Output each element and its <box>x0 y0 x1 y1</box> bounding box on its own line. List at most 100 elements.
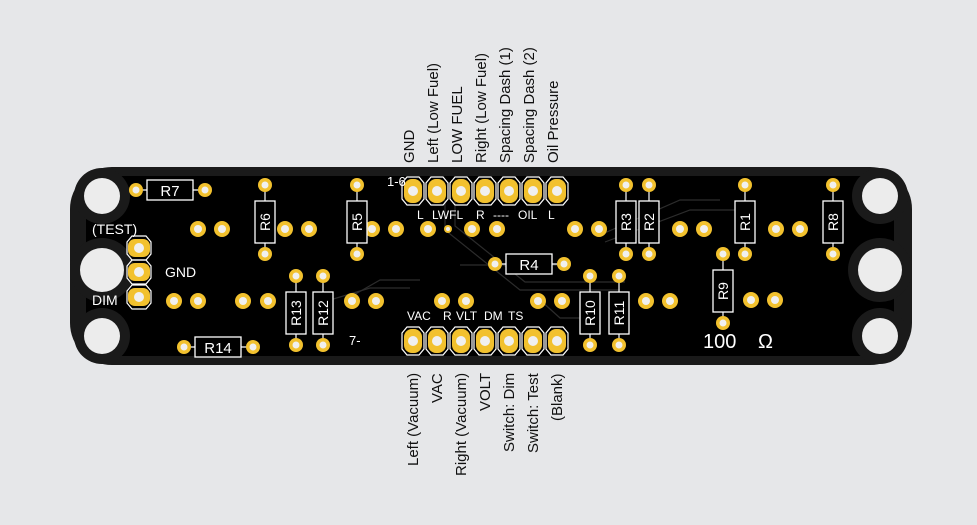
resistor-label: R9 <box>715 282 731 300</box>
resistor-r2: R2 <box>638 178 660 261</box>
top-connector-marker: 1-6 <box>387 174 406 189</box>
mount-hole <box>84 318 120 354</box>
resistor-label: R12 <box>315 300 331 326</box>
resistor-label: R1 <box>737 213 753 231</box>
resistor-label: R14 <box>204 340 232 357</box>
resistor-label: R4 <box>519 257 538 274</box>
pad <box>190 293 206 309</box>
resistor-r5: R5 <box>346 178 368 261</box>
top-pin-label-6: L <box>548 208 555 222</box>
bottom-pin-label-2: R <box>443 309 452 323</box>
pad <box>530 293 546 309</box>
resistor-r10: R10 <box>579 269 601 352</box>
pad <box>166 293 182 309</box>
pad <box>567 221 583 237</box>
pad <box>260 293 276 309</box>
pad <box>444 225 452 233</box>
bottom-signal-label: Right (Vacuum) <box>453 373 470 477</box>
switch-pin <box>126 284 152 310</box>
top-signal-label: LOW FUEL <box>449 86 466 163</box>
pad <box>190 221 206 237</box>
bottom-connector <box>401 326 569 356</box>
pad <box>554 293 570 309</box>
header-pin <box>521 176 545 206</box>
top-pin-label-4: ---- <box>493 208 509 222</box>
switch-label-dim: DIM <box>92 292 118 308</box>
top-pin-label-3: R <box>476 208 485 222</box>
top-signal-label: Oil Pressure <box>545 80 562 163</box>
resistor-r9: R9 <box>712 247 734 330</box>
top-pin-label-1: L <box>417 208 424 222</box>
pad <box>591 221 607 237</box>
header-pin <box>521 326 545 356</box>
pad <box>792 221 808 237</box>
resistor-label: R10 <box>582 300 598 326</box>
top-signal-label: GND <box>401 129 418 163</box>
header-pin <box>545 176 569 206</box>
value-note-unit: Ω <box>758 331 773 353</box>
pad <box>767 292 783 308</box>
pad <box>662 293 678 309</box>
pad <box>214 221 230 237</box>
pad <box>388 221 404 237</box>
mount-hole <box>84 178 120 214</box>
switch-pin <box>126 235 152 261</box>
pad <box>672 221 688 237</box>
top-pin-label-2: LWFL <box>432 208 463 222</box>
switch-label-test: (TEST) <box>92 221 137 237</box>
resistor-r14: R14 <box>177 336 260 358</box>
mount-hole <box>858 248 902 292</box>
header-pin <box>401 326 425 356</box>
pad <box>458 293 474 309</box>
top-pin-label-5: OIL <box>518 208 538 222</box>
resistor-label: R8 <box>825 213 841 231</box>
top-signal-label: Left (Low Fuel) <box>425 62 442 163</box>
pad <box>434 293 450 309</box>
pad <box>638 293 654 309</box>
bottom-connector-marker: 7- <box>349 333 361 348</box>
header-pin <box>473 176 497 206</box>
header-pin <box>425 326 449 356</box>
trace <box>539 299 580 319</box>
top-signal-label: Spacing Dash (1) <box>497 47 514 163</box>
resistor-label: R13 <box>288 300 304 326</box>
pad <box>277 221 293 237</box>
top-connector <box>401 176 569 206</box>
pad <box>420 221 436 237</box>
pad <box>235 293 251 309</box>
bottom-pin-label-3: VLT <box>456 309 478 323</box>
resistor-r3: R3 <box>615 178 637 261</box>
bottom-signal-label: (Blank) <box>549 373 566 421</box>
pad <box>344 293 360 309</box>
bottom-pin-label-1: VAC <box>407 309 431 323</box>
switch-header <box>126 235 152 310</box>
bottom-pin-label-5: TS <box>508 309 523 323</box>
resistor-r12: R12 <box>312 269 334 352</box>
resistor-label: R7 <box>160 183 179 200</box>
mount-hole <box>80 248 124 292</box>
resistor-r13: R13 <box>285 269 307 352</box>
resistor-r8: R8 <box>822 178 844 261</box>
pad <box>464 221 480 237</box>
trace <box>454 200 625 283</box>
trace <box>344 279 420 301</box>
header-pin <box>473 326 497 356</box>
bottom-signal-label: VOLT <box>477 373 494 412</box>
header-pin <box>425 176 449 206</box>
header-pin <box>449 326 473 356</box>
header-pin <box>497 176 521 206</box>
bottom-signal-label: Switch: Test <box>525 373 542 453</box>
trace <box>329 287 410 301</box>
header-pin <box>497 326 521 356</box>
resistor-label: R5 <box>349 213 365 231</box>
trace <box>444 200 620 291</box>
bottom-signal-label: Left (Vacuum) <box>405 373 422 467</box>
resistor-r1: R1 <box>734 178 756 261</box>
pad <box>364 221 380 237</box>
resistor-r6: R6 <box>254 178 276 261</box>
pad <box>768 221 784 237</box>
resistor-r4: R4 <box>488 253 571 275</box>
header-pin <box>401 176 425 206</box>
resistor-label: R2 <box>641 213 657 231</box>
